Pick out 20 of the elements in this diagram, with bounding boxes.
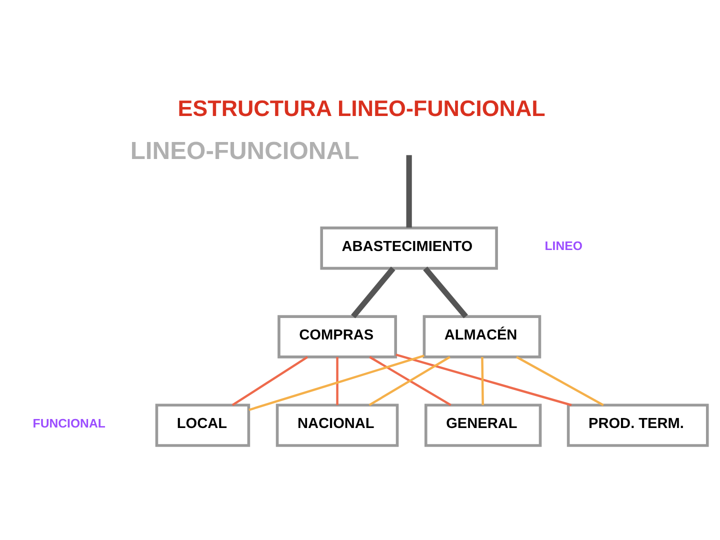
node-box: ABASTECIMIENTO	[320, 226, 498, 270]
label: LINEO	[544, 239, 582, 254]
connector	[336, 357, 338, 406]
node-box: NACIONAL	[276, 404, 399, 447]
label: FUNCIONAL	[32, 416, 106, 430]
connector	[423, 266, 468, 318]
connector	[232, 356, 308, 406]
connector	[481, 357, 484, 406]
node-box: ALMACÉN	[422, 315, 542, 358]
diagram-title: ESTRUCTURA LINEO-FUNCIONAL	[178, 96, 546, 121]
label: LINEO-FUNCIONAL	[130, 138, 360, 166]
node-box: GENERAL	[424, 404, 542, 447]
connector	[351, 266, 396, 318]
node-box: COMPRAS	[278, 315, 397, 358]
node-box: PROD. TERM.	[566, 404, 709, 447]
connector	[248, 354, 424, 411]
connector	[516, 356, 604, 406]
connector	[406, 155, 412, 228]
node-box: LOCAL	[155, 404, 250, 447]
connector	[396, 354, 572, 406]
